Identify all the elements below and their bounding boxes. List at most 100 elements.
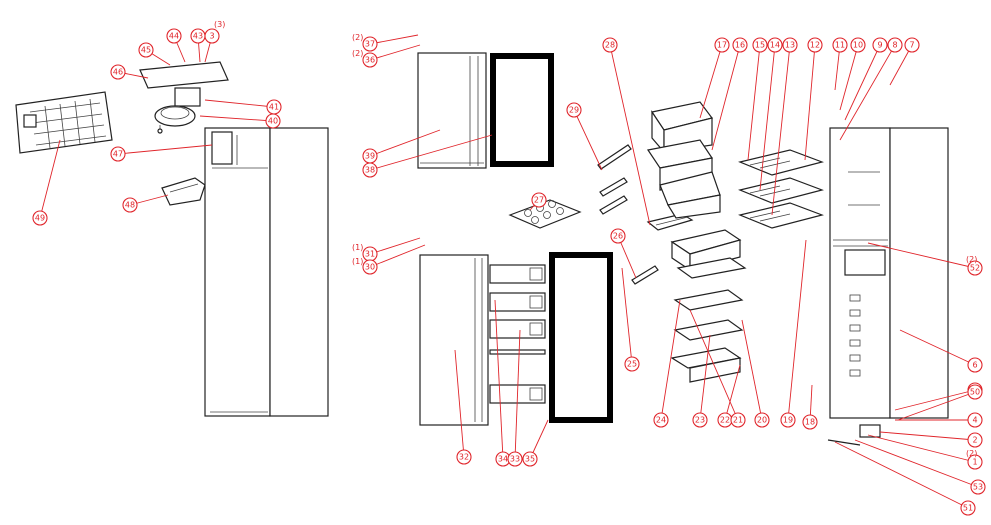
- callout-number: 7: [909, 41, 914, 50]
- callout-circle: [970, 479, 986, 495]
- callout-circle: [832, 37, 848, 53]
- refrigerator-cabinet: [204, 127, 329, 417]
- callout-circle: [692, 412, 708, 428]
- callout-number: 49: [35, 214, 45, 223]
- callout-number: 9: [877, 41, 882, 50]
- callout-circle: [362, 259, 378, 275]
- callout-circle: [610, 228, 626, 244]
- callout-3: 3: [204, 28, 220, 44]
- callout-number: 35: [525, 455, 535, 464]
- callout-13: 13: [782, 37, 798, 53]
- callout-number: 2: [972, 436, 977, 445]
- callout-circle: [166, 28, 182, 44]
- callout-number: 30: [365, 263, 375, 272]
- fan-cover-panel: [15, 91, 113, 154]
- callout-number: 22: [720, 416, 730, 425]
- callout-circle: [967, 454, 983, 470]
- callout-number: 14: [770, 41, 780, 50]
- callout-circle: [887, 37, 903, 53]
- callout-circle: [732, 37, 748, 53]
- quantity-mark: (2): [352, 49, 363, 58]
- leader-line: [369, 244, 426, 268]
- callout-number: 52: [970, 264, 980, 273]
- callout-17: 17: [714, 37, 730, 53]
- freezer-drawers: [646, 101, 721, 219]
- callout-12: 12: [807, 37, 823, 53]
- leader-line: [699, 44, 723, 119]
- callout-circle: [456, 449, 472, 465]
- callout-number: 29: [569, 106, 579, 115]
- callout-29: 29: [566, 102, 582, 118]
- callout-25: 25: [624, 356, 640, 372]
- callout-circle: [872, 37, 888, 53]
- leader-line: [759, 44, 776, 191]
- leader-line: [369, 129, 441, 157]
- callout-50: 50: [967, 384, 983, 400]
- leader-line: [894, 389, 976, 411]
- upper-door: [417, 52, 487, 169]
- callout-circle: [960, 500, 976, 516]
- callout-48: 48: [122, 197, 138, 213]
- callout-circle: [967, 384, 983, 400]
- callout-14: 14: [767, 37, 783, 53]
- leader-line: [573, 109, 603, 171]
- callout-47: 47: [110, 146, 126, 162]
- callout-1: 1: [967, 454, 983, 470]
- callout-circle: [138, 42, 154, 58]
- leader-line: [899, 329, 976, 366]
- callout-circle: [730, 412, 746, 428]
- ice-tray: [646, 213, 694, 231]
- callout-28: 28: [602, 37, 618, 53]
- door-bins: [489, 264, 546, 404]
- callout-number: 34: [498, 455, 508, 464]
- leader-line: [117, 144, 213, 155]
- callout-number: 16: [735, 41, 745, 50]
- callout-circle: [204, 28, 220, 44]
- callout-number: 13: [785, 41, 795, 50]
- callout-22: 22: [717, 412, 733, 428]
- callout-27: 27: [531, 192, 547, 208]
- callout-23: 23: [692, 412, 708, 428]
- callout-circle: [904, 37, 920, 53]
- air-duct: [161, 177, 206, 206]
- leader-line: [454, 349, 465, 458]
- callout-circle: [602, 37, 618, 53]
- quantity-mark: (3): [214, 20, 225, 29]
- leader-line: [369, 44, 421, 61]
- glass-shelves: [670, 257, 747, 383]
- callout-number: 26: [613, 232, 623, 241]
- leader-line: [689, 309, 739, 421]
- callout-number: 27: [534, 196, 544, 205]
- leader-line: [699, 334, 711, 421]
- leader-line: [854, 439, 979, 488]
- callout-circle: [967, 357, 983, 373]
- leader-line: [771, 44, 791, 216]
- callout-24: 24: [653, 412, 669, 428]
- leader-line: [839, 44, 859, 111]
- callout-circle: [110, 146, 126, 162]
- callout-number: 10: [853, 41, 863, 50]
- callout-number: 43: [193, 32, 203, 41]
- callout-31: 31: [362, 246, 378, 262]
- callout-number: 1: [972, 458, 977, 467]
- callout-number: 51: [963, 504, 973, 513]
- callout-10: 10: [850, 37, 866, 53]
- callout-4: 4: [967, 412, 983, 428]
- leader-line: [889, 44, 913, 86]
- callout-number: 18: [805, 418, 815, 427]
- leader-line: [834, 441, 969, 509]
- callout-number: 45: [141, 46, 151, 55]
- callout-11: 11: [832, 37, 848, 53]
- callout-circle: [967, 260, 983, 276]
- callout-number: 25: [627, 360, 637, 369]
- leader-line: [867, 242, 976, 269]
- leader-line: [199, 115, 274, 122]
- callout-number: 28: [605, 41, 615, 50]
- callout-circle: [362, 52, 378, 68]
- callout-circle: [752, 37, 768, 53]
- callout-number: 53: [973, 483, 983, 492]
- lower-door: [419, 254, 489, 426]
- callout-6: 6: [967, 357, 983, 373]
- callout-45: 45: [138, 42, 154, 58]
